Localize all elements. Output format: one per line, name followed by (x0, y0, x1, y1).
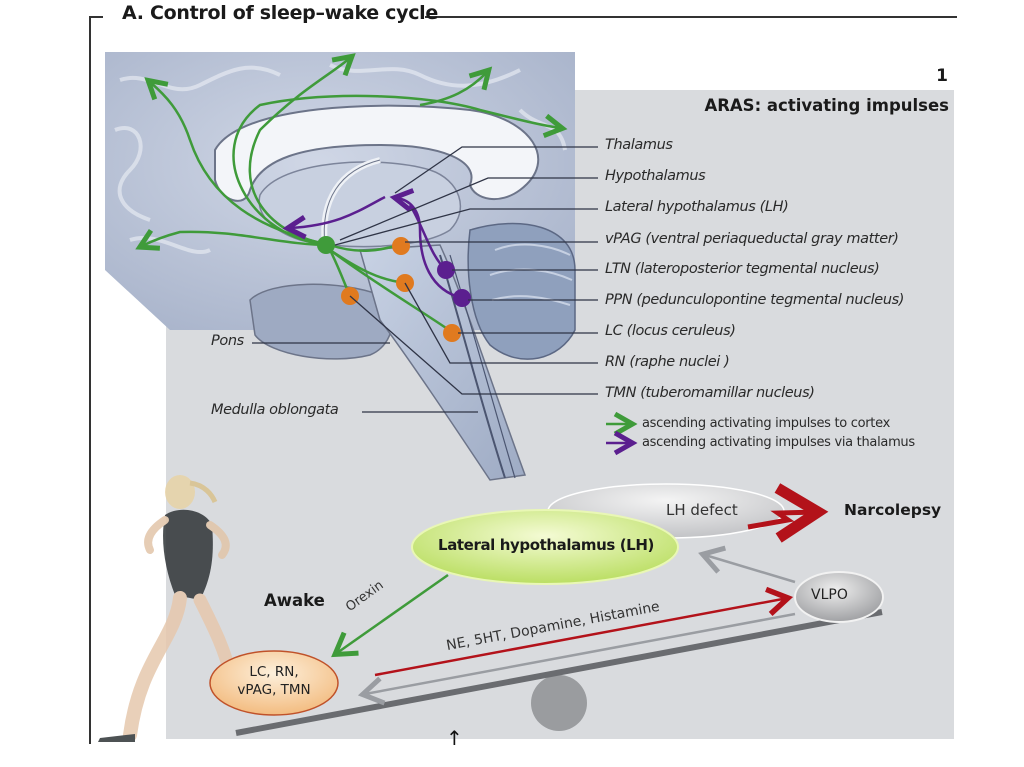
label-thalamus: Thalamus (605, 137, 673, 153)
figure-number: 1 (936, 66, 948, 86)
label-ppn: PPN (pedunculopontine tegmental nucleus) (605, 292, 905, 308)
nucleus-lh-green (317, 236, 335, 254)
label-rn: RN (raphe nuclei ) (605, 354, 730, 370)
label-lc: LC (locus ceruleus) (605, 323, 736, 339)
lh-node-label: Lateral hypothalamus (LH) (438, 536, 654, 554)
nuclei-node-line1: LC, RN, (249, 664, 299, 680)
label-hypothalamus: Hypothalamus (605, 168, 706, 184)
nuclei-node-line2: vPAG, TMN (237, 682, 311, 698)
nucleus-lc (443, 324, 461, 342)
vlpo-inhibit-gray-arrow (357, 612, 796, 706)
frame-left-border (89, 16, 91, 744)
orexin-arrow (331, 573, 449, 658)
up-arrow-icon: ↑ (446, 726, 463, 750)
vlpo-to-lh-arrow (698, 545, 796, 584)
awake-label: Awake (264, 591, 325, 610)
narcolepsy-arrow (747, 483, 829, 543)
frame-top-rule (425, 16, 957, 18)
label-ltn: LTN (lateroposterior tegmental nucleus) (605, 261, 880, 277)
legend-green-text: ascending activating impulses to cortex (642, 416, 890, 431)
nuclei-ellipse (209, 650, 339, 716)
label-tmn: TMN (tuberomamillar nucleus) (605, 385, 815, 401)
section-title: ARAS: activating impulses (704, 96, 949, 115)
nucleus-ltn (437, 261, 455, 279)
lh-defect-label: LH defect (666, 501, 738, 519)
vlpo-label: VLPO (811, 587, 848, 603)
narcolepsy-label: Narcolepsy (844, 501, 942, 519)
seesaw-beam (235, 609, 883, 736)
nucleus-ppn (453, 289, 471, 307)
pons (249, 283, 394, 360)
label-lateral-hypothalamus: Lateral hypothalamus (LH) (605, 199, 789, 215)
label-vpag: vPAG (ventral periaqueductal gray matter… (605, 231, 899, 247)
runner-figure (98, 475, 239, 742)
label-pons: Pons (211, 333, 244, 349)
leader-lines (252, 146, 598, 413)
neurotransmitter-red-arrow (374, 586, 794, 677)
label-medulla: Medulla oblongata (211, 402, 339, 418)
vlpo-ellipse (794, 571, 884, 623)
lh-ellipse (411, 509, 679, 585)
cerebellum (467, 222, 576, 360)
corpus-callosum (214, 104, 540, 202)
legend-purple-text: ascending activating impulses via thalam… (642, 435, 915, 450)
figure-title: A. Control of sleep–wake cycle (122, 2, 438, 24)
frame-top-left-tick (89, 16, 103, 18)
nucleus-vpag (392, 237, 410, 255)
seesaw-fulcrum (531, 675, 587, 731)
